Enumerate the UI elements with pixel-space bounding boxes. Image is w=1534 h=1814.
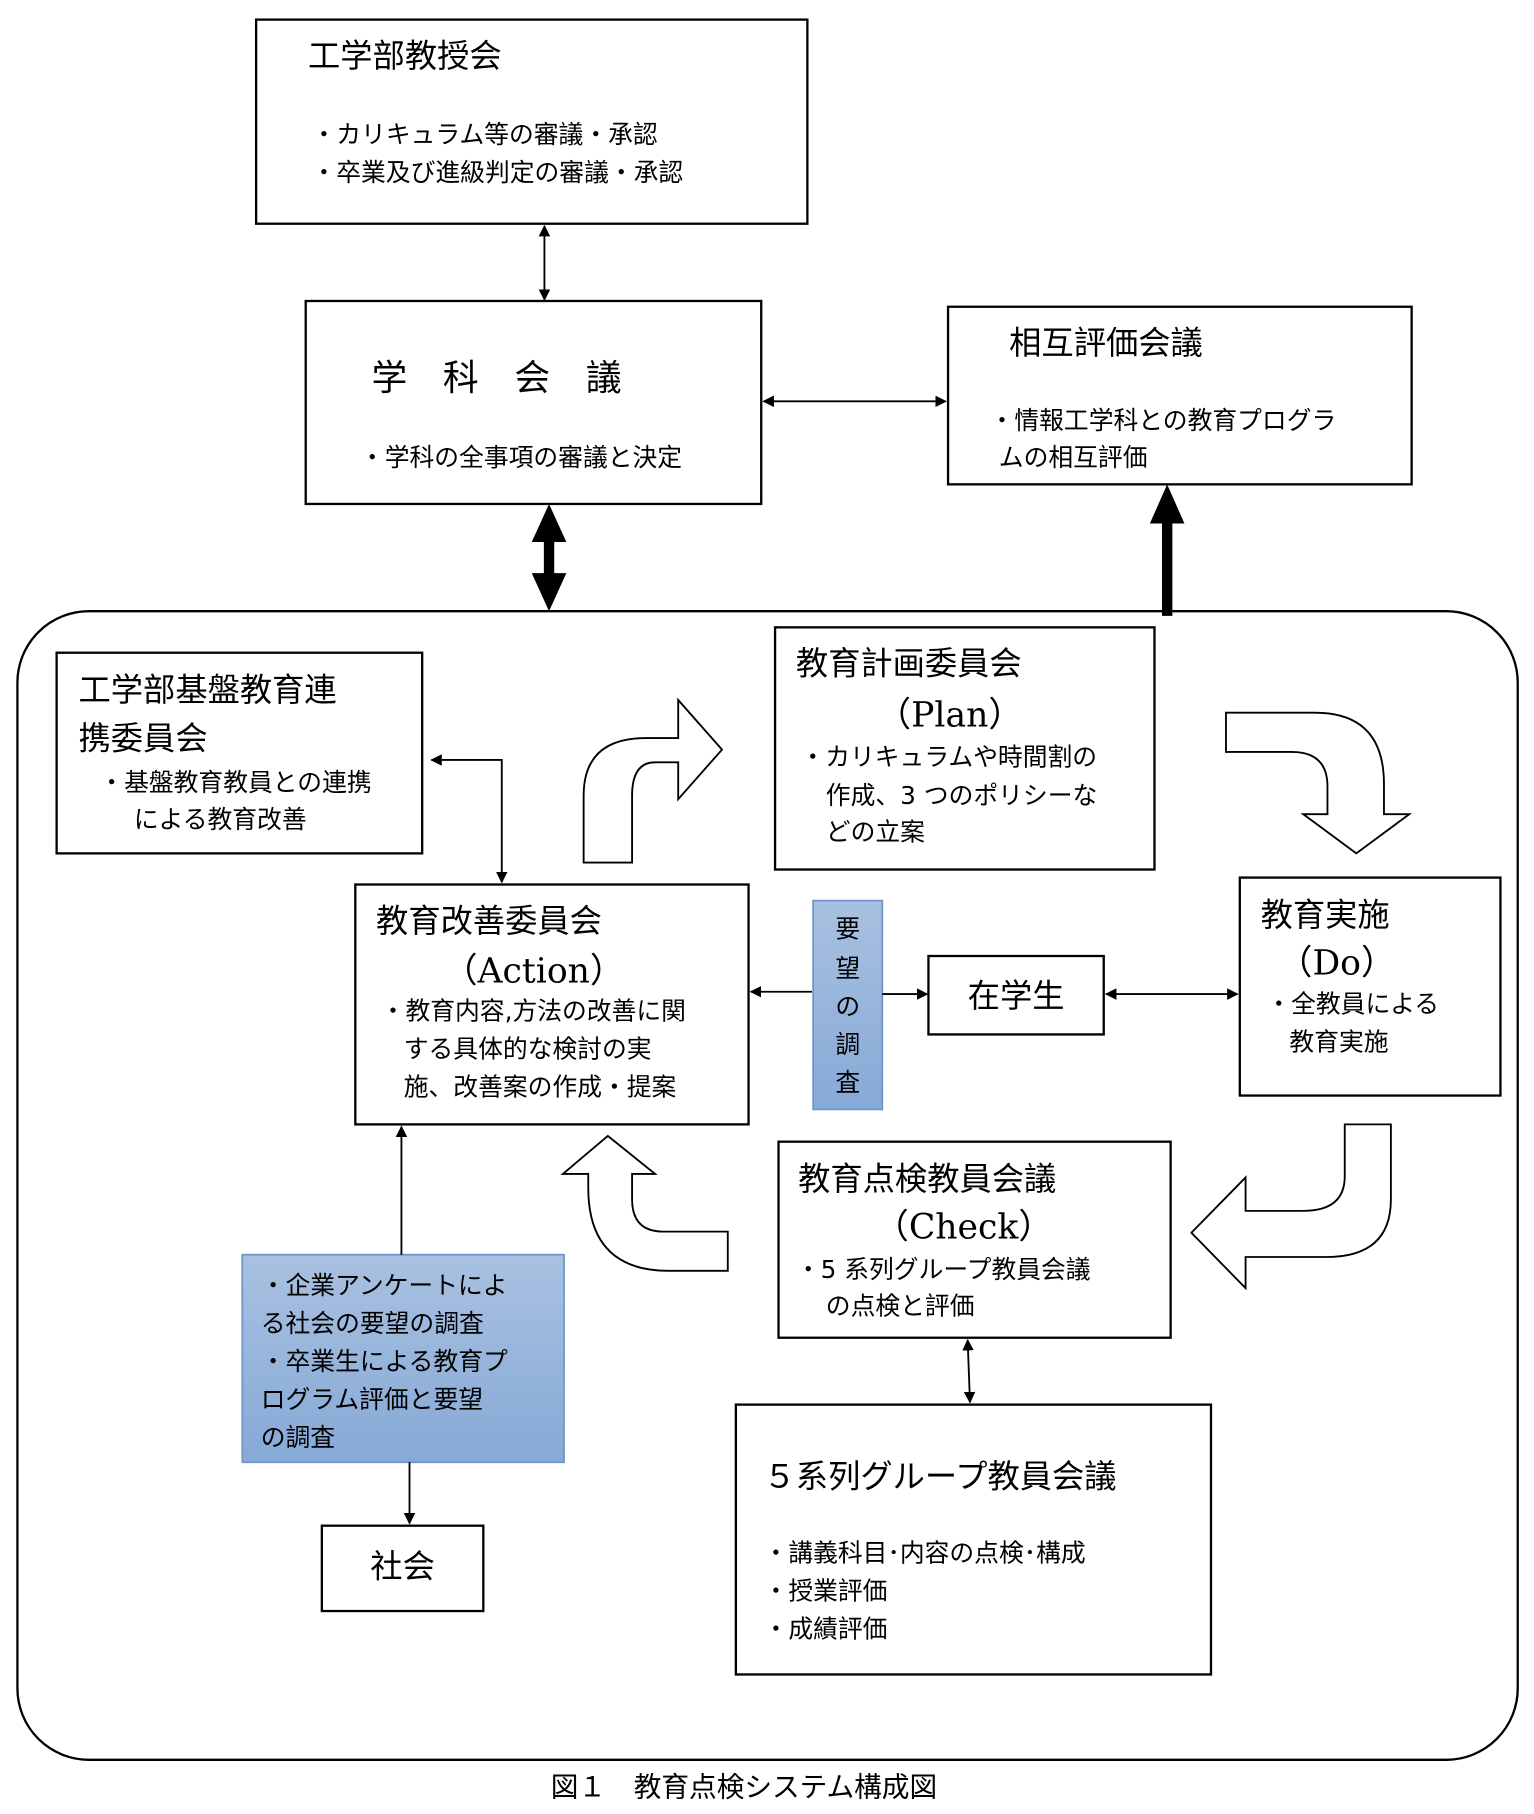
action-committee-box — [354, 883, 750, 1126]
thick-arrow-program-mutual — [1149, 484, 1185, 616]
survey-students-char: 望 — [835, 954, 860, 983]
arrow-check-group — [962, 1338, 976, 1404]
department-meeting-item: ・学科の全事項の審議と決定 — [360, 443, 682, 472]
faculty-council-title: 工学部教授会 — [308, 37, 502, 75]
node-check-meeting[interactable]: 教育点検教員会議 （Check） ・5 系列グループ教員会議 の点検と評価 — [777, 1140, 1172, 1339]
mutual-evaluation-item: ムの相互評価 — [999, 443, 1148, 472]
cycle-arrow-do-to-check — [1190, 1123, 1392, 1291]
faculty-council-box — [254, 18, 809, 225]
department-meeting-box — [304, 299, 763, 506]
cycle-arrow-action-to-plan — [582, 697, 724, 864]
survey-society-item: ・卒業生による教育プ — [261, 1347, 508, 1376]
society-title: 社会 — [370, 1548, 435, 1586]
foundation-committee-item: による教育改善 — [134, 805, 307, 834]
mutual-evaluation-item: ・情報工学科との教育プログラ — [990, 406, 1337, 435]
node-faculty-council[interactable]: 工学部教授会 ・カリキュラム等の審議・承認 ・卒業及び進級判定の審議・承認 — [254, 18, 809, 225]
action-committee-item: 施、改善案の作成・提案 — [404, 1073, 677, 1102]
survey-society-item: ログラム評価と要望 — [261, 1385, 483, 1414]
faculty-council-item: ・カリキュラム等の審議・承認 — [311, 120, 657, 149]
do-box — [1238, 876, 1502, 1097]
node-survey-society[interactable]: ・企業アンケートによ る社会の要望の調査 ・卒業生による教育プ ログラム評価と要… — [241, 1253, 565, 1464]
node-mutual-evaluation[interactable]: 相互評価会議 ・情報工学科との教育プログラ ムの相互評価 — [946, 305, 1413, 486]
students-title: 在学生 — [968, 977, 1065, 1015]
survey-students-box — [812, 899, 884, 1111]
figure-caption: 図１ 教育点検システム構成図 — [551, 1771, 937, 1804]
mutual-evaluation-box — [946, 305, 1413, 486]
check-item: の点検と評価 — [826, 1292, 975, 1321]
plan-committee-box — [773, 626, 1156, 871]
action-committee-item: する具体的な検討の実 — [404, 1034, 652, 1063]
group-meeting-item: ・成績評価 — [764, 1615, 888, 1644]
survey-students-char: の — [835, 992, 860, 1021]
node-students[interactable]: 在学生 — [927, 954, 1105, 1036]
do-item: ・全教員による — [1266, 990, 1439, 1019]
do-phase-label: （Do） — [1278, 943, 1396, 983]
check-item: ・5 系列グループ教員会議 — [796, 1255, 1091, 1284]
foundation-committee-title: 工学部基盤教育連 — [79, 671, 337, 709]
survey-students-char: 要 — [835, 915, 860, 944]
arrow-foundation-action — [430, 754, 508, 884]
check-box — [777, 1140, 1172, 1339]
group-meeting-item: ・講義科目･内容の点検･構成 — [764, 1538, 1086, 1567]
group-meeting-title: ５系列グループ教員会議 — [764, 1458, 1117, 1496]
plan-committee-item: 作成、3 つのポリシーな — [826, 781, 1097, 810]
faculty-council-item: ・卒業及び進級判定の審議・承認 — [311, 158, 683, 187]
survey-students-char: 査 — [835, 1068, 860, 1097]
thick-arrow-department-program — [531, 503, 567, 612]
do-item: 教育実施 — [1289, 1028, 1388, 1057]
action-committee-title: 教育改善委員会 — [376, 902, 602, 940]
program-container — [16, 610, 1519, 1761]
node-plan-committee[interactable]: 教育計画委員会 （Plan） ・カリキュラムや時間割の 作成、3 つのポリシーな… — [773, 626, 1156, 871]
node-action-committee[interactable]: 教育改善委員会 （Action） ・教育内容,方法の改善に関 する具体的な検討の… — [354, 883, 750, 1126]
plan-phase-label: （Plan） — [877, 696, 1023, 736]
node-department-meeting[interactable]: 学 科 会 議 ・学科の全事項の審議と決定 — [304, 299, 763, 506]
cycle-arrow-plan-to-do — [1225, 711, 1413, 855]
do-title: 教育実施 — [1261, 896, 1390, 934]
foundation-committee-box — [55, 651, 424, 855]
foundation-committee-title: 携委員会 — [79, 720, 208, 758]
survey-students-char: 調 — [835, 1030, 860, 1059]
students-box — [927, 954, 1105, 1036]
survey-society-box — [241, 1253, 565, 1464]
node-survey-students[interactable]: 要 望 の 調 査 — [812, 899, 884, 1111]
plan-committee-item: ・カリキュラムや時間割の — [800, 743, 1097, 772]
foundation-committee-item: ・基盤教育教員との連携 — [99, 768, 371, 797]
mutual-evaluation-title: 相互評価会議 — [1009, 324, 1203, 362]
survey-society-item: る社会の要望の調査 — [261, 1309, 484, 1338]
plan-committee-title: 教育計画委員会 — [796, 645, 1022, 683]
action-committee-item: ・教育内容,方法の改善に関 — [381, 996, 686, 1025]
department-meeting-title: 学 科 会 議 — [371, 358, 621, 399]
group-meeting-item: ・授業評価 — [764, 1577, 888, 1606]
check-title: 教育点検教員会議 — [798, 1160, 1056, 1198]
plan-committee-item: どの立案 — [826, 818, 925, 847]
society-box — [320, 1524, 485, 1613]
node-foundation-committee[interactable]: 工学部基盤教育連 携委員会 ・基盤教育教員との連携 による教育改善 — [55, 651, 424, 855]
group-meeting-box — [734, 1403, 1213, 1676]
node-society[interactable]: 社会 — [320, 1524, 485, 1613]
node-do-implementation[interactable]: 教育実施 （Do） ・全教員による 教育実施 — [1238, 876, 1502, 1097]
cycle-arrow-check-to-action — [560, 1134, 729, 1272]
check-phase-label: （Check） — [874, 1208, 1053, 1248]
survey-society-item: の調査 — [261, 1423, 335, 1452]
node-group-meeting[interactable]: ５系列グループ教員会議 ・講義科目･内容の点検･構成 ・授業評価 ・成績評価 — [734, 1403, 1213, 1676]
survey-society-item: ・企業アンケートによ — [261, 1271, 508, 1300]
action-phase-label: （Action） — [443, 952, 625, 992]
